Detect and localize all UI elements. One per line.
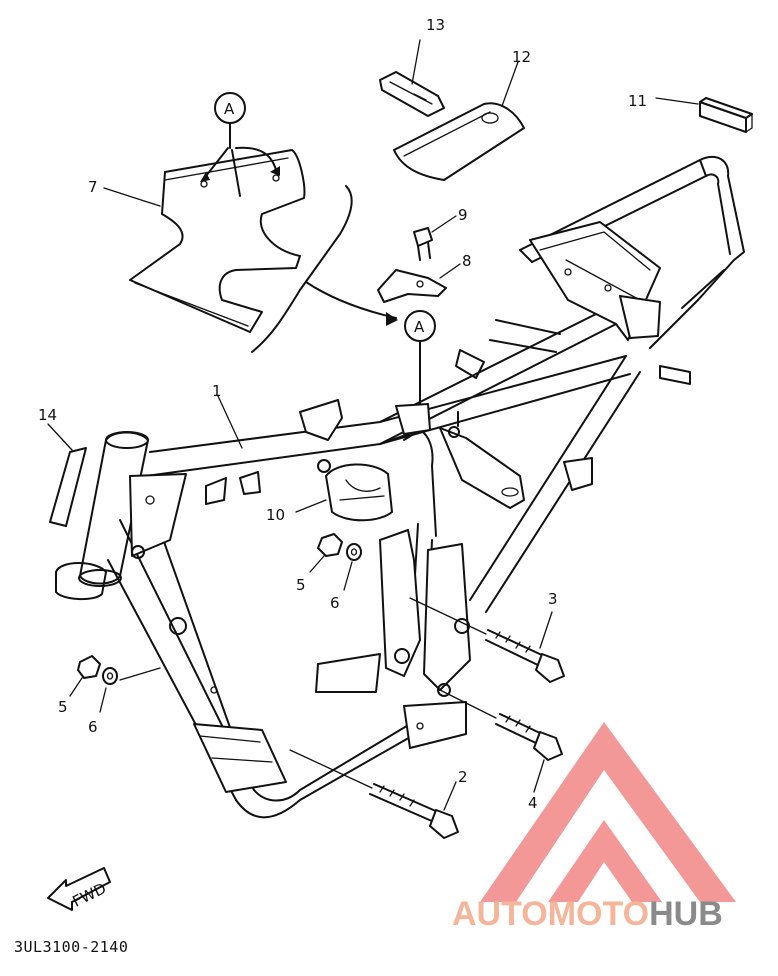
part-5-nut-lower <box>69 655 101 697</box>
watermark-logo <box>480 722 736 902</box>
reference-a-top: A <box>214 92 246 149</box>
callout-13: 13 <box>426 16 445 34</box>
part-9-bolt <box>413 215 457 261</box>
watermark-text: AUTOMOTOHUB <box>452 895 723 933</box>
callout-14: 14 <box>38 406 57 424</box>
callout-11: 11 <box>628 92 647 110</box>
fwd-arrow-icon: FWD <box>47 867 111 911</box>
callout-1: 1 <box>212 382 222 400</box>
callout-9: 9 <box>458 206 468 224</box>
part-2-bolt <box>289 749 459 839</box>
callout-6-lower: 6 <box>88 718 98 736</box>
callout-5-lower: 5 <box>58 698 68 716</box>
watermark-triangle-icon <box>480 722 736 902</box>
watermark-word-auto: AUTO <box>452 895 548 933</box>
part-7-plate <box>129 146 306 333</box>
part-14-strip <box>47 423 87 527</box>
part-11-block <box>655 97 753 133</box>
part-3-bolt <box>409 597 565 683</box>
callout-5-upper: 5 <box>296 576 306 594</box>
reference-a-top-label: A <box>224 100 235 118</box>
part-10-foam <box>295 463 393 522</box>
callout-8: 8 <box>462 252 472 270</box>
part-6-washer-upper <box>343 543 362 591</box>
watermark-inner-triangle-icon <box>548 820 662 902</box>
watermark-word-hub: HUB <box>649 895 723 933</box>
part-4-bolt <box>439 689 563 793</box>
pointer-curve <box>251 185 353 353</box>
callout-3: 3 <box>548 590 558 608</box>
part-13-bracket <box>379 39 445 117</box>
callout-2: 2 <box>458 768 468 786</box>
callout-7: 7 <box>88 178 98 196</box>
part-8-bracket <box>377 263 461 303</box>
callout-10: 10 <box>266 506 285 524</box>
part-5-nut-upper <box>309 533 343 573</box>
diagram-code: 3UL3100-2140 <box>14 938 129 956</box>
callout-12: 12 <box>512 48 531 66</box>
part-12-pad <box>393 61 525 181</box>
part-6-washer-lower <box>99 667 161 713</box>
part-1-frame <box>55 155 745 819</box>
callout-4: 4 <box>528 794 538 812</box>
callout-6-upper: 6 <box>330 594 340 612</box>
reference-a-frame-label: A <box>414 318 425 336</box>
watermark-word-moto: MOTO <box>548 895 649 933</box>
